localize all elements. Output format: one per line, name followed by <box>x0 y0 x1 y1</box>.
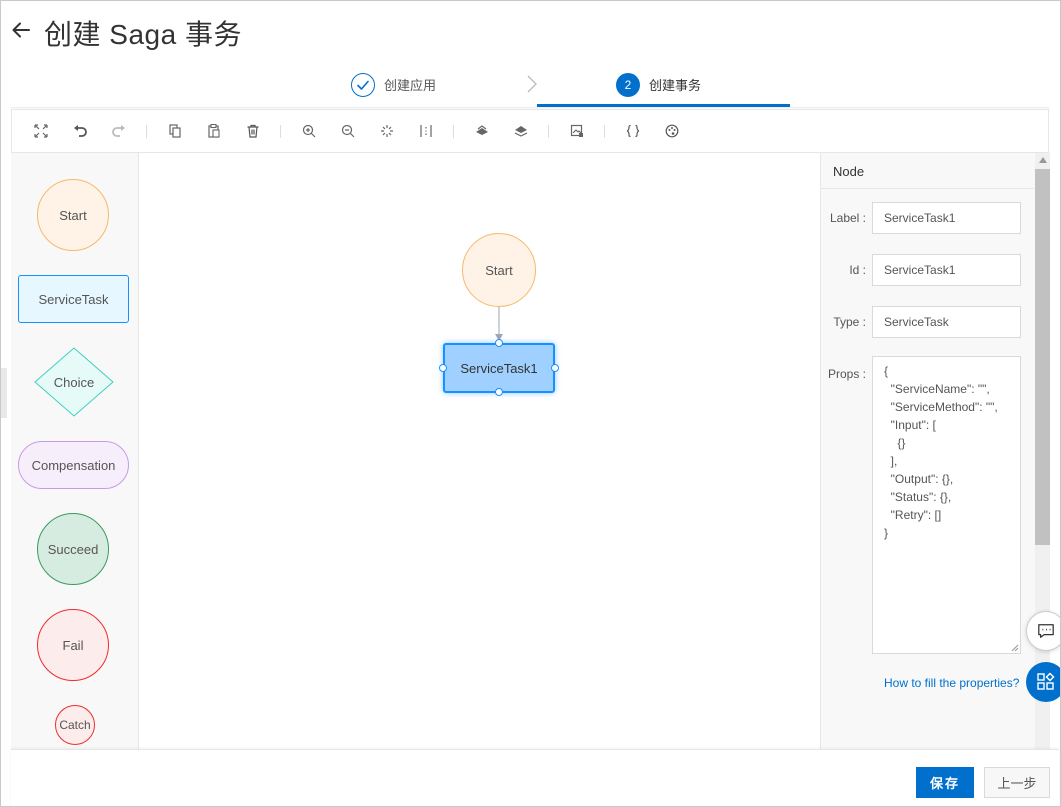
panel-title: Node <box>833 164 865 179</box>
undo-icon[interactable] <box>71 122 89 140</box>
props-textarea[interactable]: { "ServiceName": "", "ServiceMethod": ""… <box>872 356 1021 654</box>
properties-panel: Node Label : Id : Type : Props : { "Serv… <box>820 153 1035 749</box>
footer-bar: 保存 上一步 <box>11 749 1059 806</box>
edge-arrowhead <box>495 334 503 341</box>
palette-choice-label: Choice <box>53 374 95 390</box>
resize-grip-icon[interactable] <box>1010 643 1019 652</box>
type-field-label: Type : <box>833 315 866 329</box>
edge-layer <box>495 307 503 341</box>
send-back-icon[interactable] <box>512 122 530 140</box>
step-label: 创建应用 <box>384 78 437 93</box>
palette-compensation[interactable]: Compensation <box>18 441 129 489</box>
chat-feedback-button[interactable] <box>1026 611 1060 651</box>
toolbar-divider <box>280 125 281 138</box>
toolbar-divider <box>604 125 605 138</box>
active-step-underline <box>537 104 790 107</box>
palette-collapse-handle[interactable] <box>1 368 7 418</box>
page-header: 创建 Saga 事务 <box>1 1 1060 59</box>
step-create-transaction[interactable]: 2 创建事务 <box>616 61 701 108</box>
canvas-node-servicetask[interactable]: ServiceTask1 <box>443 343 555 393</box>
theme-icon[interactable] <box>663 122 681 140</box>
page-title: 创建 Saga 事务 <box>44 19 242 50</box>
palette-succeed[interactable]: Succeed <box>37 513 109 585</box>
palette-choice[interactable]: Choice <box>34 347 114 417</box>
fullscreen-icon[interactable] <box>32 122 50 140</box>
redo-icon[interactable] <box>110 122 128 140</box>
copy-icon[interactable] <box>166 122 184 140</box>
divider <box>821 188 1034 189</box>
label-input[interactable] <box>872 202 1021 234</box>
palette-fail[interactable]: Fail <box>37 609 109 681</box>
zoom-in-icon[interactable] <box>300 122 318 140</box>
anchor-left[interactable] <box>439 364 447 372</box>
step-indicator: 创建应用 2 创建事务 <box>11 61 1049 108</box>
previous-step-button[interactable]: 上一步 <box>984 767 1050 798</box>
type-input[interactable] <box>872 306 1021 338</box>
scroll-thumb[interactable] <box>1035 169 1050 545</box>
toolbar-divider <box>548 125 549 138</box>
check-icon <box>351 72 375 97</box>
export-image-icon[interactable] <box>568 122 586 140</box>
id-field-label: Id : <box>849 263 866 277</box>
anchor-bottom[interactable] <box>495 388 503 396</box>
chat-icon <box>1038 624 1054 638</box>
node-palette: Start ServiceTask Choice Compensation Su… <box>11 153 139 749</box>
id-input[interactable] <box>872 254 1021 286</box>
label-field-label: Label : <box>829 211 866 225</box>
flow-canvas[interactable]: Start ServiceTask1 <box>139 153 820 749</box>
editor-toolbar <box>11 109 1049 153</box>
help-link[interactable]: How to fill the properties? <box>884 676 1020 690</box>
panel-scrollbar[interactable] <box>1035 153 1050 749</box>
arrow-left-icon[interactable] <box>10 19 32 41</box>
zoom-out-icon[interactable] <box>339 122 357 140</box>
paste-icon[interactable] <box>205 122 223 140</box>
diamond-shape <box>34 347 114 417</box>
toolbar-divider <box>146 125 147 138</box>
palette-servicetask[interactable]: ServiceTask <box>18 275 129 323</box>
bring-front-icon[interactable] <box>473 122 491 140</box>
anchor-top[interactable] <box>495 339 503 347</box>
fit-view-icon[interactable] <box>378 122 396 140</box>
delete-icon[interactable] <box>244 122 262 140</box>
save-button[interactable]: 保存 <box>916 767 974 798</box>
scroll-up-icon[interactable] <box>1039 157 1047 163</box>
props-field-label: Props : <box>827 367 866 381</box>
step-label: 创建事务 <box>649 78 702 93</box>
canvas-node-start[interactable]: Start <box>462 233 536 307</box>
toolbar-divider <box>453 125 454 138</box>
chevron-right-icon <box>527 75 537 93</box>
anchor-right[interactable] <box>551 364 559 372</box>
apps-icon <box>1037 672 1055 690</box>
apps-button[interactable] <box>1026 662 1060 702</box>
json-icon[interactable] <box>624 122 642 140</box>
palette-start[interactable]: Start <box>37 179 109 251</box>
step-create-app[interactable]: 创建应用 <box>351 61 436 108</box>
step-number: 2 <box>616 72 640 97</box>
palette-catch[interactable]: Catch <box>55 705 95 745</box>
actual-size-icon[interactable] <box>417 122 435 140</box>
